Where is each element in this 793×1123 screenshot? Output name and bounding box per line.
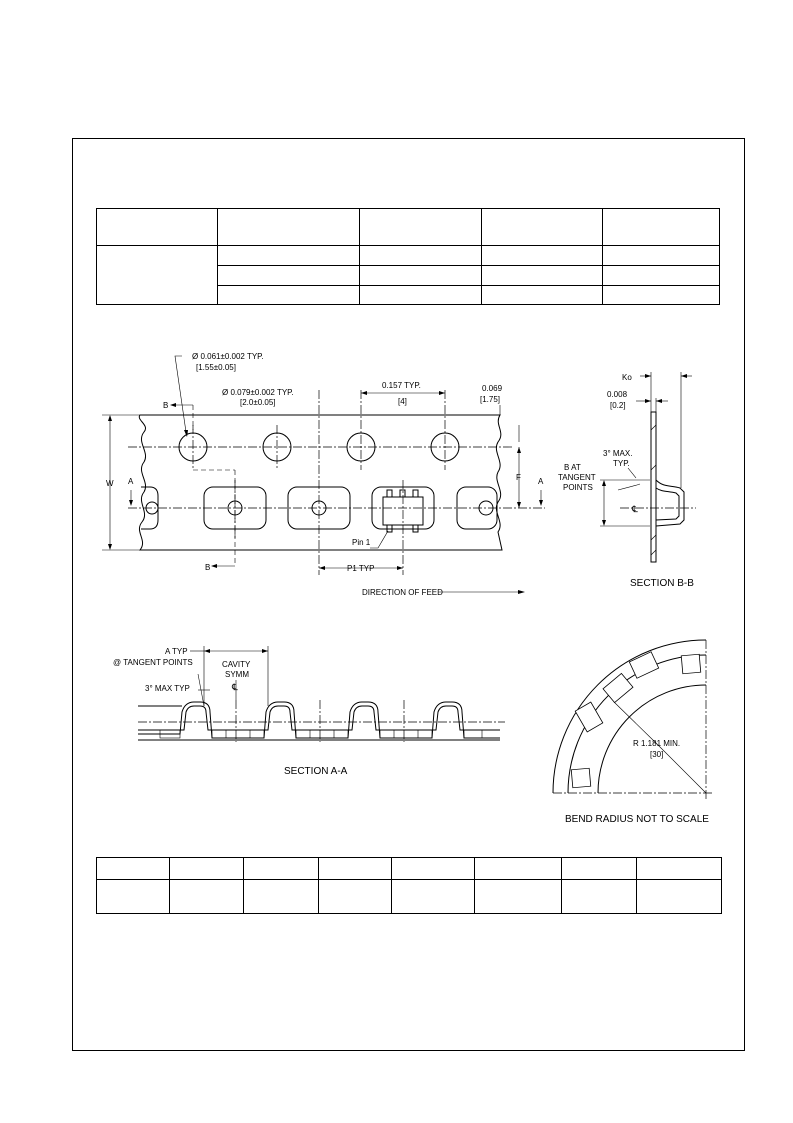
section-aa: A TYP @ TANGENT POINTS CAVITY SYMM ℄ 3° … [113, 646, 505, 777]
pitch-mm: [4] [398, 397, 407, 406]
bottom-table-cell [96, 879, 170, 914]
bend-radius-mm: [30] [650, 750, 663, 759]
p1-label: P1 TYP [347, 564, 374, 573]
bottom-table-header-cell [318, 857, 392, 880]
bottom-table-cell [169, 879, 244, 914]
angle-label: 3° MAX. [603, 449, 632, 458]
page-frame [72, 138, 745, 1051]
label-a-left: A [128, 477, 134, 486]
section-aa-title: SECTION A-A [284, 766, 348, 777]
tape-top-view: Ø 0.061±0.002 TYP. [1.55±0.05] Ø 0.079±0… [102, 352, 545, 597]
top-table-header-cell [217, 208, 360, 246]
pitch-label: 0.157 TYP. [382, 381, 421, 390]
a-typ-label: A TYP [165, 647, 188, 656]
pin1-label: Pin 1 [352, 538, 371, 547]
bend-radius-label: R 1.181 MIN. [633, 739, 680, 748]
top-table-header-cell [602, 208, 720, 246]
symm-label: SYMM [225, 670, 249, 679]
label-b-bottom: B [205, 563, 210, 572]
bottom-table-header-cell [243, 857, 319, 880]
points-label: POINTS [563, 483, 593, 492]
section-bb: Ko 0.008 [0.2] 3° MAX. TYP. B AT TANGENT… [558, 372, 696, 589]
bottom-table-cell [391, 879, 475, 914]
pitch-dia: Ø 0.079±0.002 TYP. [222, 388, 294, 397]
angle-typ: TYP. [613, 459, 630, 468]
label-f: F [516, 473, 521, 482]
thickness-mm: [0.2] [610, 401, 626, 410]
sprocket-hole-dia: Ø 0.061±0.002 TYP. [192, 352, 264, 361]
bend-radius-caption: BEND RADIUS NOT TO SCALE [565, 814, 709, 825]
bottom-table-header-cell [169, 857, 244, 880]
label-a-right: A [538, 477, 544, 486]
bottom-table-header-cell [636, 857, 722, 880]
direction-of-feed: DIRECTION OF FEED [362, 588, 443, 597]
b-at-label: B AT [564, 463, 581, 472]
bottom-table [96, 857, 722, 914]
bottom-table-cell [636, 879, 722, 914]
edge-dim: 0.069 [482, 384, 503, 393]
bottom-table-header-cell [561, 857, 637, 880]
bottom-table-header-cell [391, 857, 475, 880]
sprocket-hole-dia-mm: [1.55±0.05] [196, 363, 236, 372]
tangent-label: TANGENT [558, 473, 596, 482]
tangent-points-label: @ TANGENT POINTS [113, 658, 193, 667]
bottom-table-header-cell [96, 857, 170, 880]
top-table-cell [602, 285, 720, 305]
bottom-table-cell [318, 879, 392, 914]
top-table-header-cell [359, 208, 482, 246]
centerline-symbol: ℄ [631, 504, 638, 514]
bottom-table-cell [243, 879, 319, 914]
pitch-dia-mm: [2.0±0.05] [240, 398, 276, 407]
bottom-table-header-cell [474, 857, 562, 880]
top-table [96, 208, 720, 305]
bottom-table-cell [561, 879, 637, 914]
label-b-top: B [163, 401, 168, 410]
max-typ-label: 3° MAX TYP [145, 684, 190, 693]
top-table-cell [96, 245, 218, 305]
section-bb-title: SECTION B-B [630, 578, 694, 589]
edge-dim-mm: [1.75] [480, 395, 500, 404]
thickness-label: 0.008 [607, 390, 628, 399]
cavity-label: CAVITY [222, 660, 251, 669]
label-w: W [106, 479, 114, 488]
bend-radius: R 1.181 MIN. [30] BEND RADIUS NOT TO SCA… [552, 639, 712, 825]
top-table-header-cell [481, 208, 603, 246]
cavity-centerline: ℄ [231, 682, 238, 692]
ko-label: Ko [622, 373, 632, 382]
bottom-table-cell [474, 879, 562, 914]
